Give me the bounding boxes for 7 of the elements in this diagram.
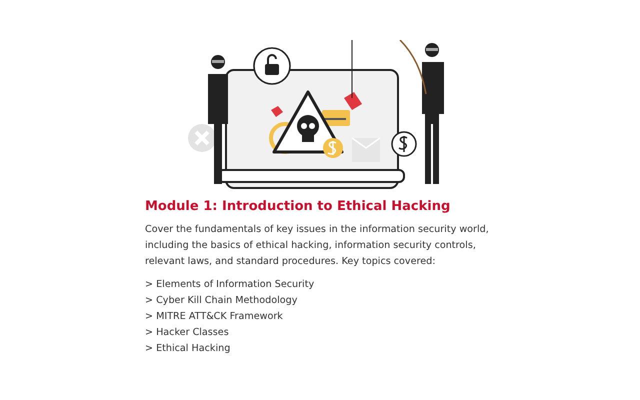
topic-list-item: > Ethical Hacking [145, 342, 232, 356]
module-description: Cover the fundamentals of key issues in the information security world, including the basics of ethical hacking, information security controls, relevant laws, and standard procedures. Key topics covered: [145, 223, 490, 269]
topic-list-item: > Hacker Classes [145, 326, 230, 340]
topic-list-item: > Elements of Information Security [145, 278, 314, 292]
topic-list-item: > MITRE ATT&CK Framework [145, 310, 284, 324]
module-heading: Module 1: Introduction to Ethical Hacking [145, 199, 450, 214]
topic-list-item: > Cyber Kill Chain Methodology [145, 294, 298, 308]
